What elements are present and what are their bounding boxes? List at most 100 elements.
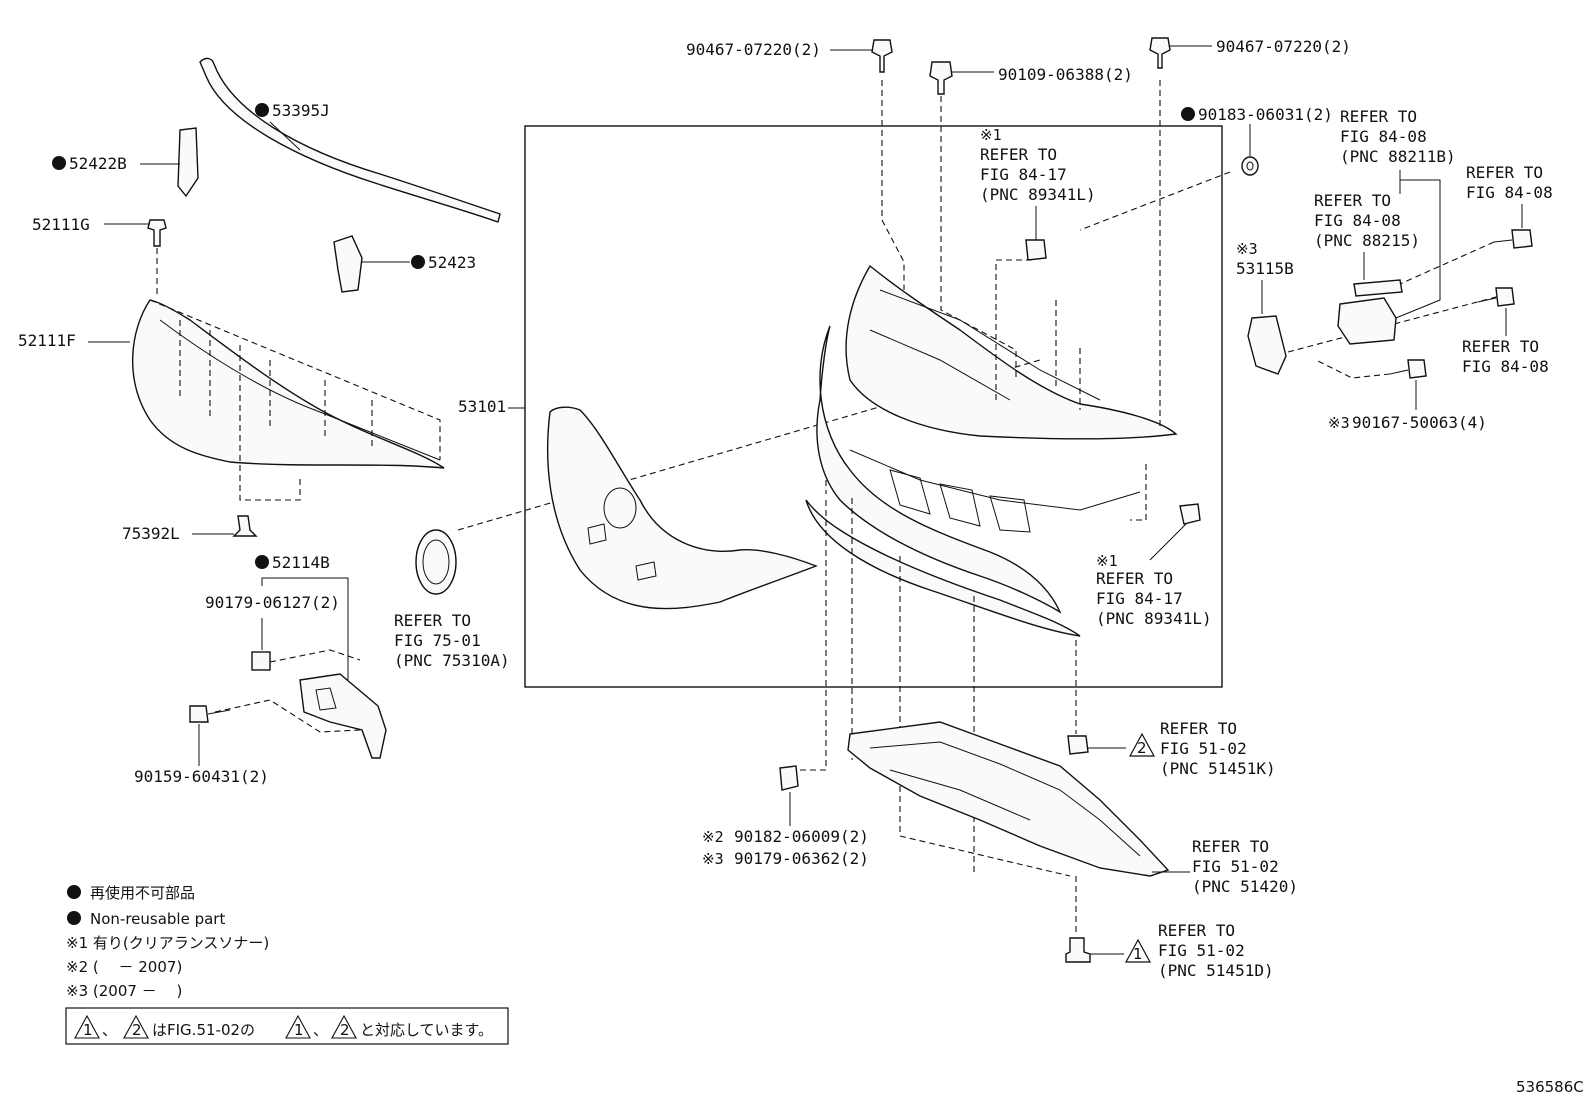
ref-fig8408b-line1: REFER TO [1314,191,1391,210]
bracket-52422b [177,127,199,198]
non-reusable-dot [52,156,66,170]
label-90183: 90183-06031(2) [1198,105,1333,124]
ref-fig8417-top-line3: (PNC 89341L) [980,185,1096,204]
triangle-2-number: 2 [1137,739,1147,757]
bracket-52423 [333,235,363,293]
label-90159-60431: 90159-60431(2) [134,767,269,786]
clip-75392l [232,515,258,537]
label-52422b: 52422B [69,154,127,173]
legend-non-reusable-en: Non-reusable part [90,910,225,928]
label-90467-right: 90467-07220(2) [1216,37,1351,56]
legend-non-reusable-jp: 再使用不可部品 [90,884,195,902]
legend-tri2b-number: 2 [340,1021,350,1039]
bumper-lower-lip [805,499,1081,637]
ref-fig8408a-line3: (PNC 88211B) [1340,147,1456,166]
label-53395j: 53395J [272,101,330,120]
ref-fig5102-420-line1: REFER TO [1192,837,1269,856]
ref-fig8408c-line1: REFER TO [1466,163,1543,182]
sonar-clip-bottom [1179,503,1201,525]
bolt-fig8408d [1477,287,1515,307]
mark3-90179-06362: ※3 [702,850,724,868]
non-reusable-dot [255,103,269,117]
ref-fig8408d-line1: REFER TO [1462,337,1539,356]
non-reusable-dot [411,255,425,269]
emblem [415,529,457,595]
legend-note3: ※3 (2007 － ) [66,982,182,1000]
bracket-53115b [1247,315,1287,375]
upper-reinforcement [845,264,1178,440]
mark3-53115b: ※3 [1236,240,1258,258]
label-90179-06127: 90179-06127(2) [205,593,340,612]
label-90182: 90182-06009(2) [734,827,869,846]
label-53115b: 53115B [1236,259,1294,278]
nut-90179-06127 [251,651,271,671]
legend-note1: ※1 有り(クリアランスソナー) [66,934,269,952]
mark1-bottom: ※1 [1096,552,1118,570]
molding-53395j [199,57,501,223]
legend-note2: ※2 ( － 2007) [66,958,182,976]
label-90179-06362: 90179-06362(2) [734,849,869,868]
ref-fig8417-bottom-line3: (PNC 89341L) [1096,609,1212,628]
legend-box-b: はFIG.51-02の [152,1021,255,1039]
ref-fig8408c-line2: FIG 84-08 [1466,183,1553,202]
ref-fig5102-420-line2: FIG 51-02 [1192,857,1279,876]
label-52423: 52423 [428,253,476,272]
sonar-clip-top [1025,239,1047,261]
ref-fig8408b-line2: FIG 84-08 [1314,211,1401,230]
ref-fig5102k-line1: REFER TO [1160,719,1237,738]
legend-dot-jp [67,885,81,899]
grille-cover-52111f [132,299,445,469]
ref-fig8417-top-line1: REFER TO [980,145,1057,164]
triangle-2-k: 2 [1128,732,1156,757]
bolt-90109 [929,61,953,95]
bolt-90167 [1389,359,1427,379]
bolt-fig5102d [1065,937,1091,963]
ref-fig5102d-line3: (PNC 51451D) [1158,961,1274,980]
label-53101: 53101 [458,397,506,416]
ref-fig5102-420-line3: (PNC 51420) [1192,877,1298,896]
label-52114b: 52114B [272,553,330,572]
ref-fig5102k-line2: FIG 51-02 [1160,739,1247,758]
clip-52111g [147,219,167,247]
legend-box-c: 、 [313,1021,328,1039]
sensor-unit [1337,297,1397,345]
label-75392l: 75392L [122,524,180,543]
clip-90467-left [871,39,893,73]
legend: 再使用不可部品 Non-reusable part ※1 有り(クリアランスソナ… [65,884,509,1045]
clip-90182 [779,765,799,791]
legend-box-a: 、 [102,1021,117,1039]
clip-fig5102k [1067,735,1089,755]
ref-fig8408a-line1: REFER TO [1340,107,1417,126]
ref-fig7501-line1: REFER TO [394,611,471,630]
mark2-90182: ※2 [702,828,724,846]
non-reusable-dot [1181,107,1195,121]
ref-fig8408a-line2: FIG 84-08 [1340,127,1427,146]
ref-fig8417-top-line2: FIG 84-17 [980,165,1067,184]
nut-90183 [1241,156,1259,176]
bumper-frame [816,325,1141,614]
triangle-1-d: 1 [1124,938,1152,963]
label-90467-left: 90467-07220(2) [686,40,821,59]
assembly-box-53101 [524,125,1223,688]
bolt-fig8408c [1493,229,1533,249]
legend-tri1b-number: 1 [294,1021,304,1039]
bolt-90159-60431 [189,705,231,723]
non-reusable-dot [255,555,269,569]
sensor-bracket [1353,279,1403,297]
engine-under-cover [847,721,1170,877]
ref-fig5102d-line1: REFER TO [1158,921,1235,940]
legend-note-box [65,1007,509,1045]
ref-fig8417-bottom-line2: FIG 84-17 [1096,589,1183,608]
triangle-1-number: 1 [1133,945,1143,963]
ref-fig7501-line3: (PNC 75310A) [394,651,510,670]
ref-fig8408d-line2: FIG 84-08 [1462,357,1549,376]
ref-fig8408b-line3: (PNC 88215) [1314,231,1420,250]
label-52111f: 52111F [18,331,76,350]
ref-fig7501-line2: FIG 75-01 [394,631,481,650]
ref-fig8417-bottom-line1: REFER TO [1096,569,1173,588]
legend-box-d: と対応しています。 [360,1021,493,1039]
legend-dot-en [67,911,81,925]
bumper-cover [546,406,818,610]
mark1-top: ※1 [980,126,1002,144]
